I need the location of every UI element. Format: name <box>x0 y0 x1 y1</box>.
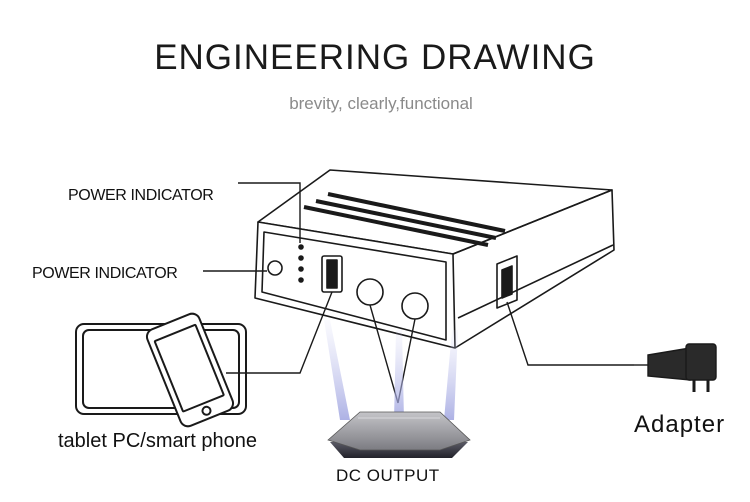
page-subtitle: brevity, clearly,functional <box>289 94 473 113</box>
adapter-label: Adapter <box>634 411 726 438</box>
tablet-phone-label: tablet PC/smart phone <box>58 430 257 452</box>
dc-output-label: DC OUTPUT <box>336 466 440 485</box>
power-indicator-top-label: POWER INDICATOR <box>68 187 214 204</box>
wall-adapter-icon <box>634 343 717 392</box>
power-indicator-left-label: POWER INDICATOR <box>32 265 178 282</box>
callout-lines <box>203 182 634 404</box>
power-bank-icon <box>254 169 615 349</box>
smartphone-icon <box>145 312 235 428</box>
page-title: ENGINEERING DRAWING <box>154 38 596 77</box>
output-glow <box>324 320 458 420</box>
router-icon <box>327 411 471 458</box>
